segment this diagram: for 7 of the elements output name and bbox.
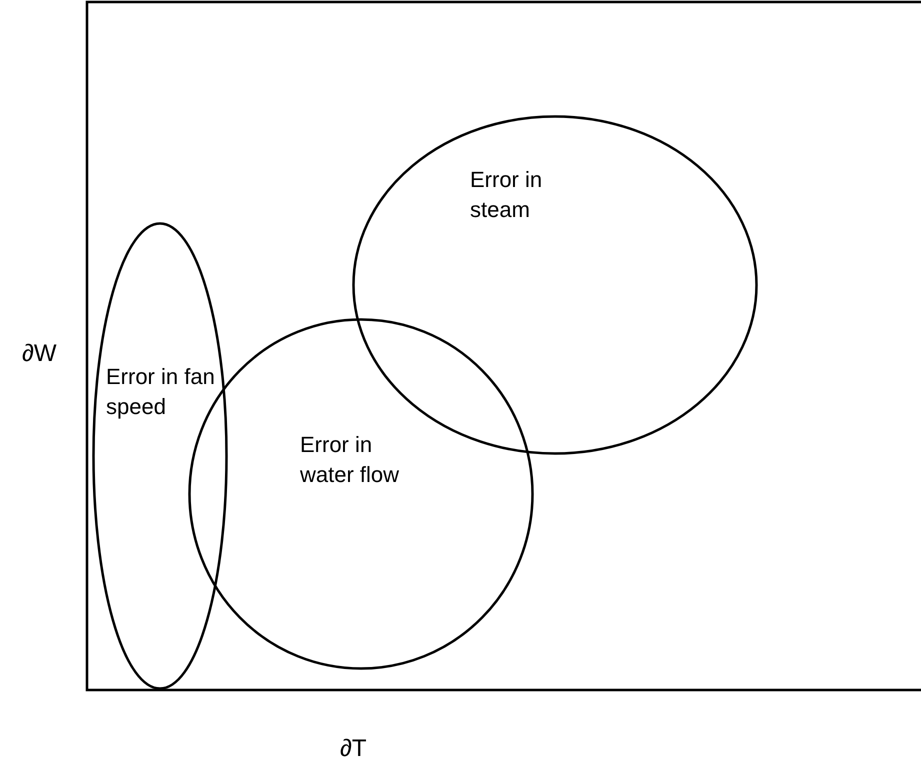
- region-label: Error in fan speed: [106, 363, 216, 421]
- region-label: Error in steam: [470, 166, 544, 224]
- axis-label: ∂T: [340, 735, 367, 763]
- ellipse-region: [352, 115, 758, 455]
- region-label: Error in water flow: [300, 431, 400, 489]
- axis-label: ∂W: [22, 340, 57, 368]
- ellipse-region: [92, 222, 228, 690]
